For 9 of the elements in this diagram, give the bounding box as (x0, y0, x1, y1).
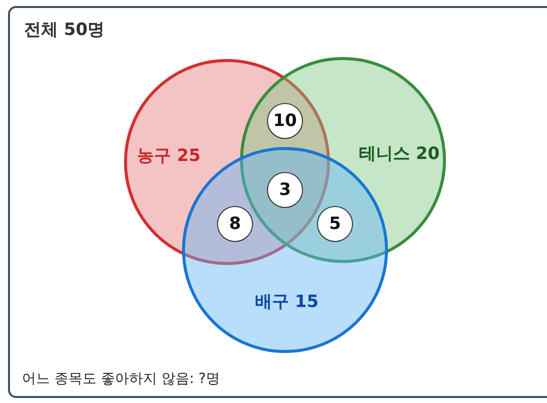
set-label: 농구 25 (137, 145, 201, 167)
count-circle: 5 (317, 206, 353, 242)
set-label: 배구 15 (255, 291, 319, 313)
count-circle: 3 (267, 172, 303, 208)
count-circle: 8 (217, 206, 253, 242)
card-title: 전체 50명 (24, 19, 105, 41)
count-circle: 10 (267, 103, 303, 139)
note-text: 어느 종목도 좋아하지 않음: ?명 (22, 370, 220, 388)
set-label: 테니스 20 (359, 143, 440, 165)
